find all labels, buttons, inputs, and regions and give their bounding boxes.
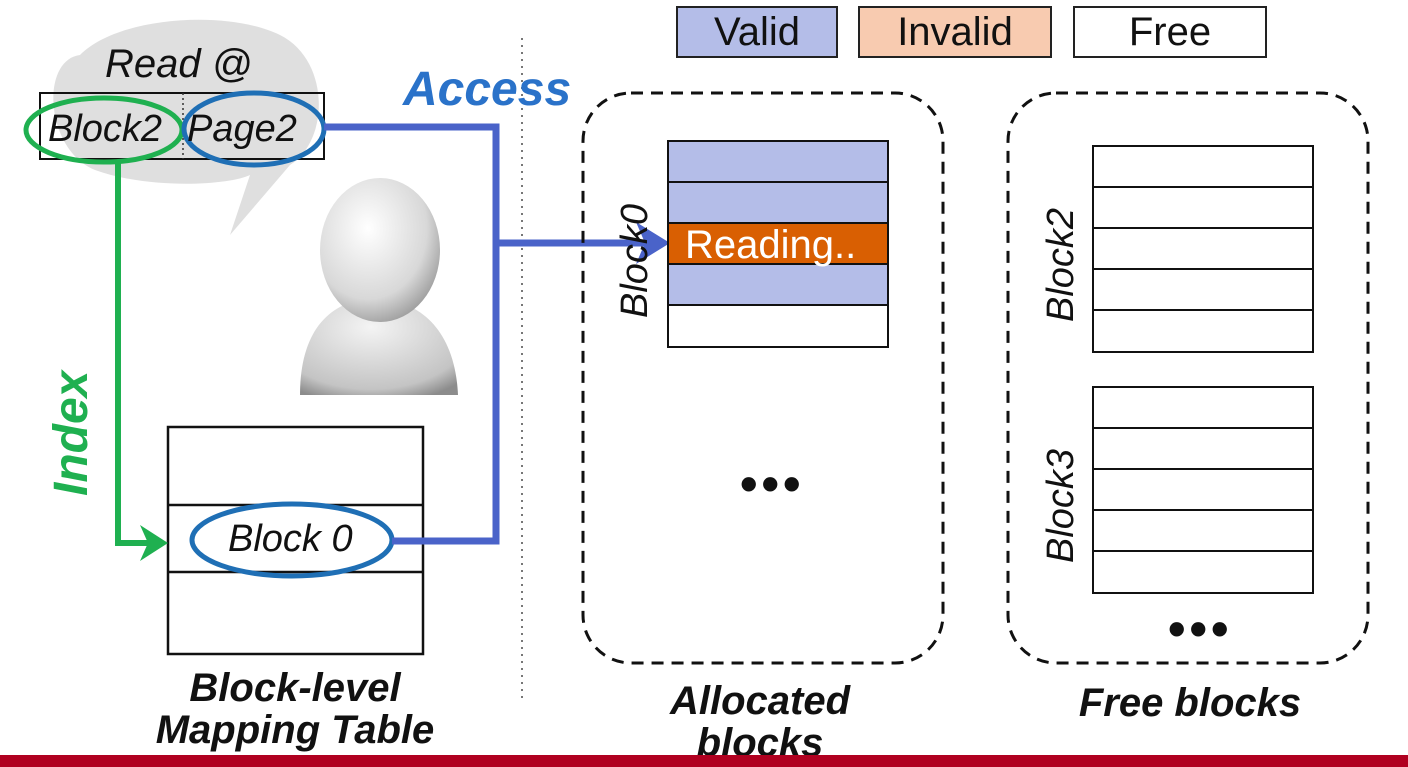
mapping-entry-label: Block 0 — [228, 518, 353, 560]
legend-valid-label: Valid — [714, 10, 800, 54]
free-ellipsis: ••• — [1168, 601, 1233, 657]
free-container — [1006, 91, 1370, 665]
person-figure-icon — [300, 178, 458, 395]
allocated-ellipsis: ••• — [740, 456, 805, 512]
mapping-caption-line1: Block-level — [189, 666, 401, 710]
mapping-table-caption: Block-level Mapping Table — [130, 667, 460, 751]
block0-pages — [667, 140, 889, 348]
footer-bar — [0, 755, 1408, 767]
block0-title: Block0 — [614, 203, 656, 318]
allocated-caption-line1: Allocated — [669, 679, 851, 723]
block3-pages — [1092, 386, 1314, 594]
mapping-table — [166, 425, 425, 656]
legend-free: Free — [1073, 6, 1267, 58]
access-label: Access — [403, 63, 572, 116]
index-label: Index — [45, 370, 98, 496]
free-caption: Free blocks — [1078, 681, 1302, 725]
page-label: Page2 — [187, 108, 297, 150]
block2-pages — [1092, 145, 1314, 353]
legend-invalid: Invalid — [858, 6, 1052, 58]
index-arrow — [115, 162, 168, 561]
block-label: Block2 — [48, 108, 163, 150]
reading-label: Reading.. — [685, 223, 857, 267]
block2-title: Block2 — [1040, 207, 1082, 322]
legend-invalid-label: Invalid — [897, 10, 1013, 54]
legend-free-label: Free — [1128, 10, 1212, 54]
read-label: Read @ — [105, 42, 253, 86]
access-arrow — [324, 123, 670, 545]
mapping-caption-line2: Mapping Table — [155, 708, 435, 752]
legend-valid: Valid — [676, 6, 838, 58]
block3-title: Block3 — [1040, 448, 1082, 563]
allocated-container — [581, 91, 945, 665]
allocated-caption: Allocated blocks — [620, 680, 900, 764]
